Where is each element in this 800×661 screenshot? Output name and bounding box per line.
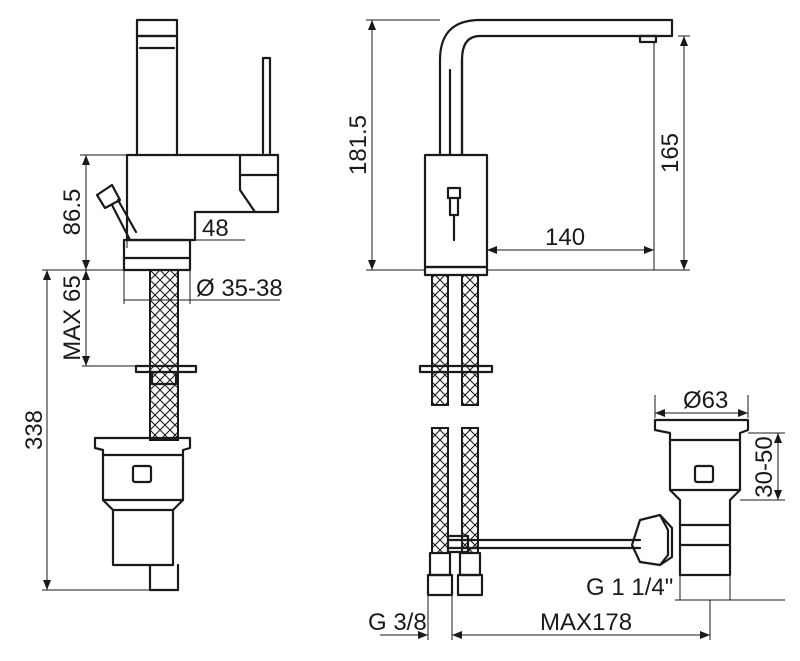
spout-cap — [135, 18, 179, 38]
dim-spout-reach: 140 — [545, 224, 585, 251]
dim-waste-thread: G 1 1/4" — [586, 574, 673, 601]
dim-waste-diameter: Ø63 — [683, 387, 728, 414]
waste-window — [693, 464, 715, 484]
supply-hose — [149, 269, 179, 441]
popup-pin — [446, 186, 462, 242]
front-view — [366, 18, 711, 640]
waste-view — [630, 395, 785, 601]
waste-slot — [131, 464, 153, 484]
front-body — [423, 153, 489, 269]
dim-spout-offset: 48 — [202, 215, 229, 242]
waste-fitting — [653, 418, 750, 527]
hose-right-upper — [461, 274, 479, 406]
dim-total-height: 181.5 — [345, 115, 372, 175]
handle-lever — [261, 56, 272, 155]
dim-rod-length: MAX178 — [540, 609, 632, 636]
fixing-nut — [150, 370, 178, 386]
dim-spout-height: 165 — [657, 133, 684, 173]
popup-rod — [446, 538, 642, 550]
hose-right-lower — [461, 427, 479, 554]
waste-body — [93, 436, 192, 567]
dim-supply-thread: G 3/8 — [368, 609, 427, 636]
hose-left-lower — [431, 427, 449, 554]
dim-deck-thickness: MAX 65 — [59, 275, 86, 360]
dim-height-body: 86.5 — [59, 189, 86, 236]
spout-arch — [438, 18, 674, 157]
base-flange — [122, 238, 192, 272]
dim-total-depth: 338 — [21, 410, 48, 450]
hose-left-upper — [431, 274, 449, 406]
popup-knob — [95, 183, 122, 210]
hose-connectors — [426, 573, 484, 597]
dim-waste-range: 30-50 — [751, 436, 778, 497]
dim-hole-diameter: Ø 35-38 — [196, 275, 283, 302]
spout-column — [135, 34, 179, 157]
side-view — [42, 18, 280, 592]
